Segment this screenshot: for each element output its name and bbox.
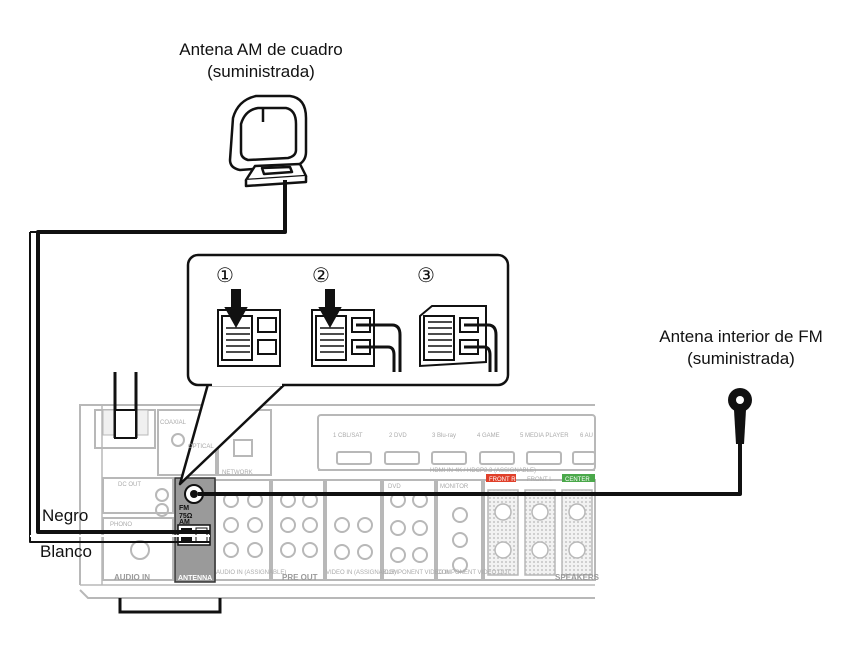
fm-antenna: [198, 388, 752, 496]
monitor-text: MONITOR: [440, 484, 469, 490]
network-text: NETWORK: [222, 470, 253, 476]
component-video-out-text: COMPONENT VIDEO OUT: [437, 570, 511, 576]
hdmi-ports: [336, 451, 596, 465]
dc-out-text: DC OUT: [118, 482, 141, 488]
step-2-marker: ②: [312, 263, 330, 287]
hdmi-input-4: 4 GAME: [477, 433, 500, 439]
hdmi-input-6: 6 AU: [580, 433, 593, 439]
video-in-text: VIDEO IN (ASSIGNABLE): [326, 570, 396, 576]
speakers-text: SPEAKERS: [555, 573, 600, 582]
component-video-in-text: COMPONENT VIDEO IN: [384, 570, 451, 576]
fm-antenna-label: Antena interior de FM (suministrada): [630, 326, 852, 370]
pre-out-text: PRE OUT: [282, 573, 318, 582]
am-antenna-label-line2: (suministrada): [207, 62, 315, 81]
am-label-text: AM: [179, 519, 190, 526]
fm-label-text: FM: [179, 505, 189, 512]
front-r-text: FRONT R: [489, 477, 516, 483]
dvd-text: DVD: [388, 484, 401, 490]
hdmi-input-5: 5 MEDIA PLAYER: [520, 433, 569, 439]
am-antenna-label: Antena AM de cuadro (suministrada): [146, 39, 376, 83]
am-loop-antenna: [228, 94, 308, 188]
center-text: CENTER: [565, 477, 590, 483]
wire-black-label: Negro: [42, 506, 89, 525]
step-1-marker: ①: [216, 263, 234, 287]
hdmi-header-text: HDMI IN 4K / HDCP2.3 (ASSIGNABLE): [430, 468, 536, 474]
optical-text: OPTICAL: [188, 444, 214, 450]
step1-terminal: [217, 289, 281, 367]
speaker-terminals: [487, 489, 593, 576]
fm-impedance-text: 75Ω: [179, 513, 193, 520]
hdmi-input-1: 1 CBL/SAT: [333, 433, 363, 439]
hdmi-input-3: 3 Blu-ray: [432, 433, 456, 439]
fm-antenna-label-line1: Antena interior de FM: [659, 327, 823, 346]
phono-text: PHONO: [110, 522, 132, 528]
front-r-badge: [486, 474, 516, 482]
front-l-text: FRONT L: [527, 477, 553, 483]
center-badge: [562, 474, 595, 482]
coaxial-text: COAXIAL: [160, 420, 187, 426]
am-antenna-label-line1: Antena AM de cuadro: [179, 40, 343, 59]
audio-in-text: AUDIO IN: [114, 573, 150, 582]
wire-white-label: Blanco: [40, 542, 92, 561]
step-3-marker: ③: [417, 263, 435, 287]
receiver-rear-panel: [79, 404, 596, 614]
step2-terminal: [311, 289, 402, 372]
network-jack: [233, 439, 253, 457]
fm-antenna-label-line2: (suministrada): [687, 349, 795, 368]
audio-in-assignable-text: AUDIO IN (ASSIGNABLE): [216, 570, 286, 576]
callout: [178, 253, 510, 486]
step3-terminal: [419, 305, 498, 372]
hdmi-input-2: 2 DVD: [389, 433, 407, 439]
antenna-section-text: ANTENNA: [178, 575, 212, 582]
am-wire-white: [29, 180, 286, 543]
